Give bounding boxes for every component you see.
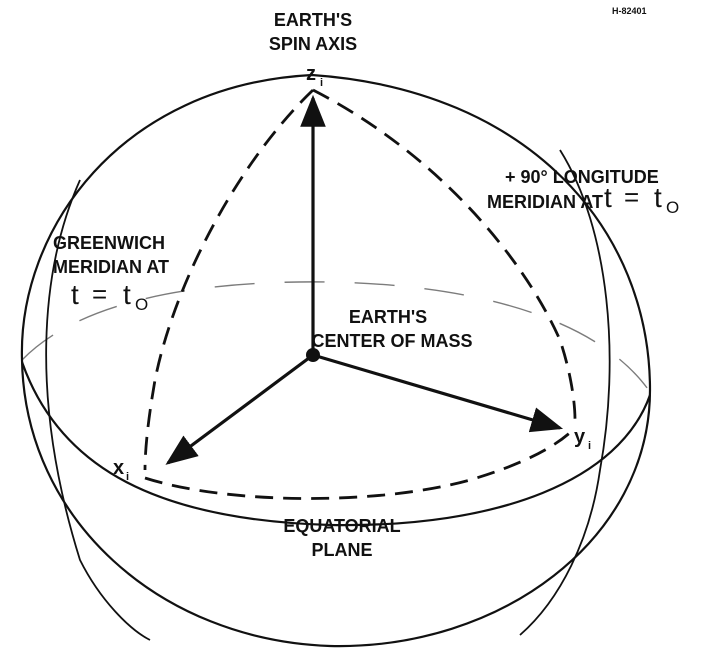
equatorial-arc-dashed bbox=[144, 427, 576, 500]
center-label-line1: EARTH'S bbox=[349, 307, 427, 327]
plus90-meridian-dashed bbox=[312, 88, 577, 421]
plus90-equals: = bbox=[624, 182, 639, 212]
x-axis-line bbox=[165, 353, 314, 465]
spin-axis-label-line1: EARTH'S bbox=[274, 10, 352, 30]
plus90-label-line2: MERIDIAN AT bbox=[487, 192, 603, 212]
left-front-meridian bbox=[45, 179, 151, 641]
greenwich-t0: t bbox=[123, 279, 131, 310]
y-axis-subscript: i bbox=[588, 440, 591, 452]
y-axis-line bbox=[312, 353, 564, 433]
equatorial-label-line1: EQUATORIAL bbox=[283, 516, 400, 536]
figure-id: H-82401 bbox=[612, 6, 647, 16]
x-axis-subscript: i bbox=[126, 471, 129, 483]
y-axis-label: y bbox=[574, 426, 586, 448]
z-axis-subscript: i bbox=[320, 77, 323, 89]
greenwich-label-line2: MERIDIAN AT bbox=[53, 257, 169, 277]
equator-front bbox=[20, 361, 652, 527]
spin-axis-label-line2: SPIN AXIS bbox=[269, 34, 357, 54]
equator-back bbox=[21, 281, 651, 393]
x-axis-label: x bbox=[113, 457, 124, 479]
sphere-outline bbox=[20, 73, 652, 648]
greenwich-meridian-dashed bbox=[143, 88, 314, 471]
greenwich-equals: = bbox=[92, 279, 107, 309]
z-axis-label: z bbox=[306, 63, 316, 85]
greenwich-t0-subscript: O bbox=[135, 295, 148, 314]
plus90-t-symbol: t bbox=[604, 182, 612, 213]
plus90-t0-subscript: O bbox=[666, 198, 679, 217]
right-front-meridian bbox=[519, 149, 611, 636]
plus90-label-line1: + 90° LONGITUDE bbox=[505, 167, 659, 187]
greenwich-label-line1: GREENWICH bbox=[53, 233, 165, 253]
center-of-mass-dot bbox=[306, 348, 320, 362]
greenwich-t-symbol: t bbox=[71, 279, 79, 310]
plus90-t0: t bbox=[654, 182, 662, 213]
center-label-line2: CENTER OF MASS bbox=[311, 331, 472, 351]
equatorial-label-line2: PLANE bbox=[311, 540, 372, 560]
